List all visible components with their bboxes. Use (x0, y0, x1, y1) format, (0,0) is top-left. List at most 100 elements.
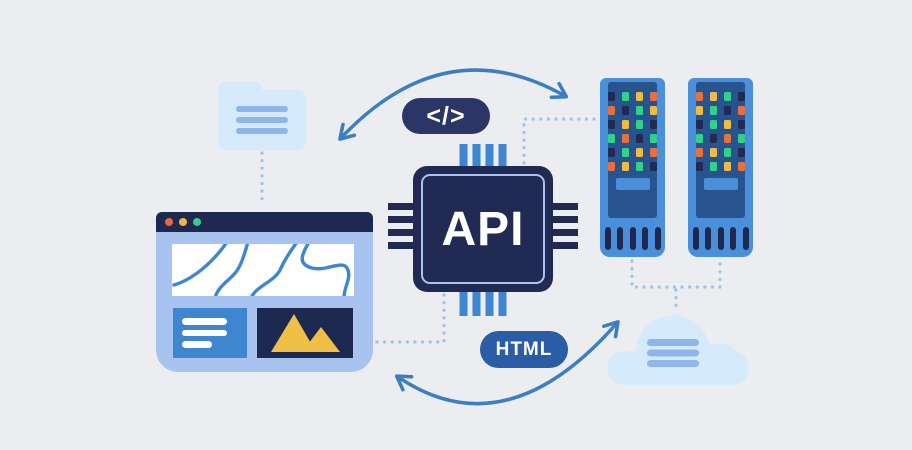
vent (730, 227, 736, 250)
chip-pins-left (388, 203, 413, 249)
folder-icon (218, 82, 306, 150)
led-navy (738, 120, 745, 129)
led-green (636, 120, 643, 129)
led-green (738, 134, 745, 143)
led-yellow (710, 148, 717, 157)
led-navy (608, 120, 615, 129)
led-green (636, 106, 643, 115)
led-navy (738, 148, 745, 157)
led-yellow (622, 162, 629, 171)
chip-pin (498, 292, 507, 316)
browser-map-graphic (172, 244, 354, 296)
chip-pin (498, 144, 507, 168)
server-panel (696, 82, 745, 218)
server-panel (608, 82, 657, 218)
led-navy (650, 162, 657, 171)
led-grid (608, 82, 657, 171)
vent (629, 227, 636, 250)
chip-pin (459, 292, 468, 316)
led-navy (724, 106, 731, 115)
led-yellow (636, 92, 643, 101)
folder-text-line (236, 127, 288, 135)
vent (742, 227, 749, 250)
vent (692, 227, 699, 250)
led-navy (608, 148, 615, 157)
led-green (636, 162, 643, 171)
led-green (710, 120, 717, 129)
html-badge-label: HTML (495, 338, 553, 360)
led-navy (738, 92, 745, 101)
chip-pins-top (459, 144, 507, 168)
led-green (622, 148, 629, 157)
chip-pin (553, 229, 578, 236)
text-line (182, 329, 227, 337)
html-badge: HTML (480, 331, 568, 368)
chip-pin (472, 144, 481, 168)
led-navy (608, 92, 615, 101)
led-yellow (724, 120, 731, 129)
led-orange (650, 148, 657, 157)
vent (642, 227, 648, 250)
chip-pin (553, 203, 578, 210)
server-drive-slot (615, 178, 650, 190)
led-green (710, 162, 717, 171)
browser-image-card (257, 308, 353, 358)
code-badge: </> (402, 98, 490, 134)
vent (654, 227, 661, 250)
led-orange (622, 134, 629, 143)
led-navy (636, 134, 643, 143)
browser-text-card (173, 308, 247, 358)
chip-pin (553, 242, 578, 249)
server-vents (688, 227, 753, 250)
led-navy (696, 162, 703, 171)
vent (617, 227, 623, 250)
dotted-connector-servers-cloud (630, 259, 722, 313)
chip-pins-right (553, 203, 578, 249)
cloud-shape (607, 315, 749, 389)
led-navy (650, 120, 657, 129)
text-line (182, 341, 212, 348)
led-orange (696, 148, 703, 157)
led-yellow (710, 92, 717, 101)
map-squiggles-icon (172, 244, 351, 296)
chip-pin (485, 144, 494, 168)
led-orange (696, 92, 703, 101)
led-orange (608, 162, 615, 171)
api-chip: API (388, 144, 578, 316)
chip-pin (472, 292, 481, 316)
led-yellow (724, 162, 731, 171)
led-green (724, 148, 731, 157)
vent (705, 227, 711, 250)
led-orange (608, 106, 615, 115)
chip-pin (388, 216, 413, 223)
led-green (724, 92, 731, 101)
chip-pin (388, 203, 413, 210)
led-green (696, 134, 703, 143)
led-yellow (622, 120, 629, 129)
browser-window (156, 212, 373, 372)
led-yellow (636, 148, 643, 157)
led-orange (738, 106, 745, 115)
chip-pin (553, 216, 578, 223)
led-yellow (696, 106, 703, 115)
led-navy (696, 120, 703, 129)
window-dot-red-icon (165, 218, 173, 226)
window-dot-green-icon (193, 218, 201, 226)
led-green (650, 134, 657, 143)
folder-text-line (236, 105, 288, 113)
led-orange (724, 134, 731, 143)
folder-document (218, 90, 306, 150)
window-dot-yellow-icon (179, 218, 187, 226)
server-rack-2 (688, 78, 753, 257)
code-badge-label: </> (426, 101, 466, 130)
browser-titlebar (156, 212, 373, 232)
text-line (182, 318, 227, 325)
server-vents (600, 227, 665, 250)
folder-text-line (236, 116, 288, 124)
led-navy (622, 106, 629, 115)
vent (604, 227, 611, 250)
led-green (608, 134, 615, 143)
server-rack-1 (600, 78, 665, 257)
chip-inner-frame (421, 174, 545, 284)
